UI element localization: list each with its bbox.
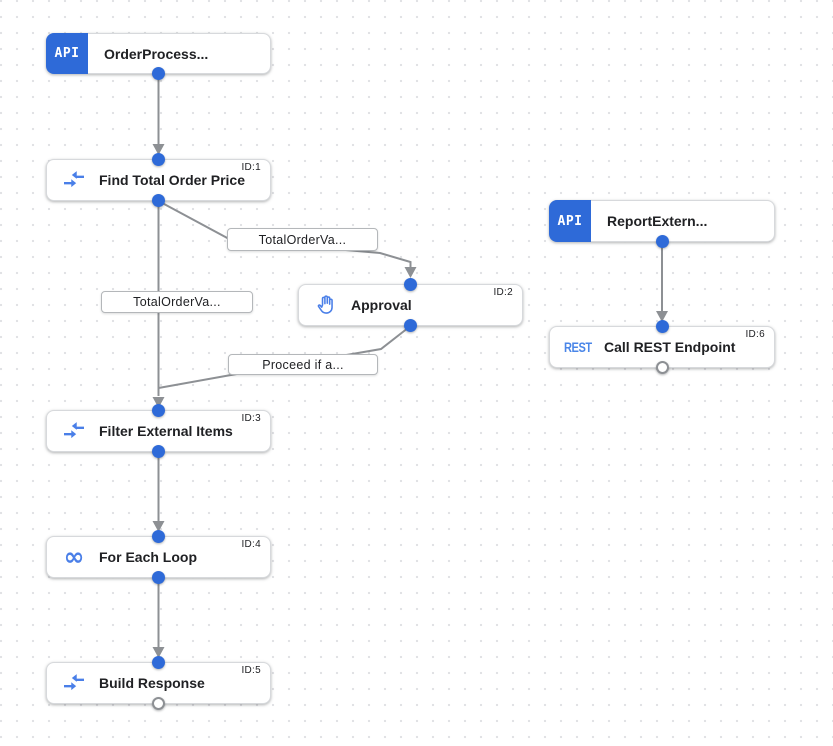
task-id-badge: ID:5 — [241, 665, 261, 676]
edge-label-proceed-if[interactable]: Proceed if a... — [228, 354, 378, 375]
output-port-open[interactable] — [152, 697, 165, 710]
rest-icon: REST — [564, 339, 592, 355]
node-title: For Each Loop — [99, 549, 197, 565]
input-port[interactable] — [152, 530, 165, 543]
data-mapping-icon — [62, 671, 86, 695]
output-port[interactable] — [152, 194, 165, 207]
output-port-open[interactable] — [655, 361, 669, 374]
output-port[interactable] — [152, 445, 165, 458]
input-port[interactable] — [404, 278, 417, 291]
node-approval[interactable]: Approval ID:2 — [298, 278, 523, 332]
edge-label-totalorder-filter[interactable]: TotalOrderVa... — [101, 291, 253, 313]
node-filter-external-items[interactable]: Filter External Items ID:3 — [46, 404, 271, 458]
arrowhead — [404, 267, 417, 278]
node-title: Build Response — [99, 675, 205, 691]
hand-icon — [314, 293, 338, 317]
node-find-total-order-price[interactable]: Find Total Order Price ID:1 — [46, 153, 271, 207]
node-report-extern-trigger[interactable]: API ReportExtern... — [549, 200, 775, 248]
node-title: Approval — [351, 297, 412, 313]
task-id-badge: ID:2 — [493, 287, 513, 298]
node-title: Find Total Order Price — [99, 172, 245, 188]
input-port[interactable] — [152, 404, 165, 417]
infinity-icon: ∞ — [63, 542, 85, 571]
task-id-badge: ID:6 — [745, 329, 765, 340]
input-port[interactable] — [152, 656, 165, 669]
node-order-process-trigger[interactable]: API OrderProcess... — [46, 33, 271, 80]
api-trigger-icon: API — [549, 200, 591, 242]
output-port[interactable] — [152, 571, 165, 584]
node-build-response[interactable]: Build Response ID:5 — [46, 656, 271, 710]
task-id-badge: ID:3 — [241, 413, 261, 424]
node-title: Filter External Items — [99, 423, 233, 439]
node-title: Call REST Endpoint — [604, 339, 736, 355]
node-for-each-loop[interactable]: ∞ For Each Loop ID:4 — [46, 530, 271, 584]
api-trigger-icon: API — [46, 33, 88, 74]
output-port[interactable] — [152, 67, 165, 80]
output-port[interactable] — [404, 319, 417, 332]
data-mapping-icon — [62, 419, 86, 443]
data-mapping-icon — [62, 168, 86, 192]
node-title: ReportExtern... — [607, 213, 708, 229]
task-id-badge: ID:4 — [241, 539, 261, 550]
output-port[interactable] — [655, 235, 669, 248]
input-port[interactable] — [152, 153, 165, 166]
node-call-rest-endpoint[interactable]: REST Call REST Endpoint ID:6 — [549, 320, 775, 374]
edge-label-totalorder-approval[interactable]: TotalOrderVa... — [227, 228, 378, 251]
input-port[interactable] — [655, 320, 669, 333]
task-id-badge: ID:1 — [241, 162, 261, 173]
node-title: OrderProcess... — [104, 45, 209, 62]
